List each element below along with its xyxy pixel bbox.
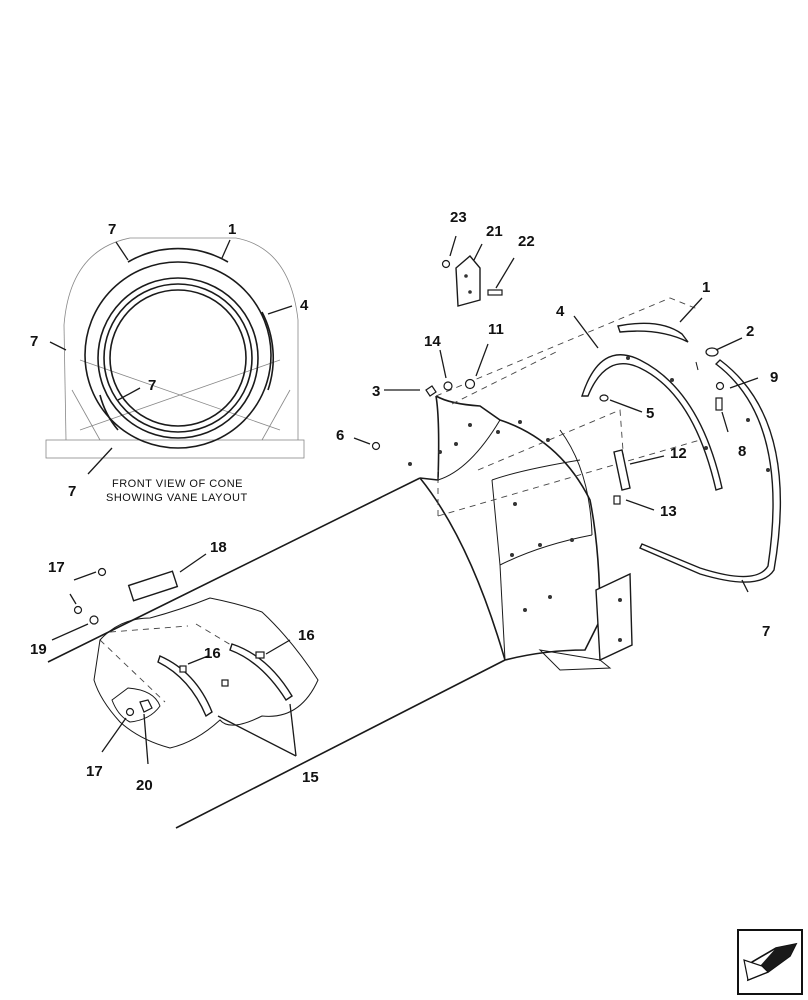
callout-20: 20 (136, 777, 153, 794)
top-hardware (371, 255, 503, 451)
mount-bracket (595, 572, 633, 662)
bolt-8 (715, 397, 723, 411)
bolt-22 (487, 289, 503, 296)
callout-12: 12 (670, 445, 687, 462)
inner-ring-mid (103, 283, 253, 433)
callout-8: 8 (738, 443, 746, 460)
callout-9: 9 (770, 369, 778, 386)
callout-3: 3 (372, 383, 380, 400)
callout-5: 5 (646, 405, 654, 422)
callout-6: 6 (336, 427, 344, 444)
inner-ring-inner (109, 289, 247, 427)
next-page-arrow-icon (743, 942, 798, 982)
callout-21: 21 (486, 223, 503, 240)
vane-parts (581, 322, 782, 583)
nut-17-lower (73, 605, 83, 615)
callout-22: 22 (518, 233, 535, 250)
callout-23: 23 (450, 209, 467, 226)
vane-15-left (157, 655, 213, 718)
bracket-21 (455, 255, 481, 307)
callout-16-a: 16 (298, 627, 315, 644)
nut-23 (441, 259, 451, 269)
inset-callout: 7 (148, 377, 156, 394)
vane-15-right (229, 643, 293, 701)
inset-callout: 4 (300, 297, 309, 314)
callout-19: 19 (30, 641, 47, 658)
leader-arrows (51, 235, 759, 765)
washer-14 (443, 381, 453, 391)
screw-13 (613, 495, 621, 505)
cone-top-edge (419, 395, 440, 481)
callout-labels: 1 2 3 4 5 6 7 8 9 11 12 13 14 15 16 16 1… (30, 209, 778, 794)
washer-9 (715, 381, 725, 391)
callout-18: 18 (210, 539, 227, 556)
bolt-16c (221, 679, 229, 687)
inset-callout: 7 (68, 483, 76, 500)
callout-7: 7 (762, 623, 770, 640)
bolt-16a (255, 651, 265, 659)
inner-ring-outer (97, 277, 259, 439)
screw-5 (599, 394, 609, 402)
callout-17-b: 17 (86, 763, 103, 780)
alignment-lines (99, 297, 701, 703)
callout-2: 2 (746, 323, 754, 340)
callout-16-b: 16 (204, 645, 221, 662)
vane-7 (639, 359, 782, 583)
nut-17-top (97, 567, 107, 577)
bolt-2 (705, 347, 719, 357)
inset-callout: 1 (228, 221, 236, 238)
inset-callout: 7 (108, 221, 116, 238)
inset-callout: 7 (30, 333, 38, 350)
vane-segment (99, 394, 119, 431)
callout-17-a: 17 (48, 559, 65, 576)
nut-11 (464, 378, 476, 390)
cone-holes (408, 420, 574, 612)
tube-end-rim (419, 477, 506, 661)
inset-caption-line2: SHOWING VANE LAYOUT (106, 492, 248, 504)
clip-12 (613, 449, 631, 491)
vane-segment (127, 247, 229, 263)
vane-1 (617, 322, 689, 343)
nut-6 (371, 441, 381, 451)
vane-4 (581, 354, 723, 491)
tube-bottom-edge (175, 659, 506, 829)
callout-15: 15 (302, 769, 319, 786)
bolt-16b (179, 665, 187, 673)
nut-3 (425, 385, 437, 397)
callout-1: 1 (702, 279, 710, 296)
cone-body (435, 395, 601, 661)
nut-20 (139, 699, 153, 713)
nut-17-detail (125, 707, 135, 717)
callout-13: 13 (660, 503, 677, 520)
next-page-button[interactable] (737, 929, 803, 995)
callout-14: 14 (424, 333, 441, 350)
cone-assembly (47, 297, 701, 829)
front-view-inset: 7 1 4 7 7 7 FRONT VIEW OF CONE SHOWING V… (30, 221, 309, 504)
callout-4: 4 (556, 303, 565, 320)
cutaway-detail (73, 567, 319, 749)
plate-18 (127, 570, 179, 602)
inset-caption-line1: FRONT VIEW OF CONE (112, 478, 243, 490)
vane-segment (261, 311, 275, 391)
callout-11: 11 (488, 321, 504, 338)
outer-vane-ring (84, 261, 272, 449)
washer-19 (89, 615, 99, 625)
